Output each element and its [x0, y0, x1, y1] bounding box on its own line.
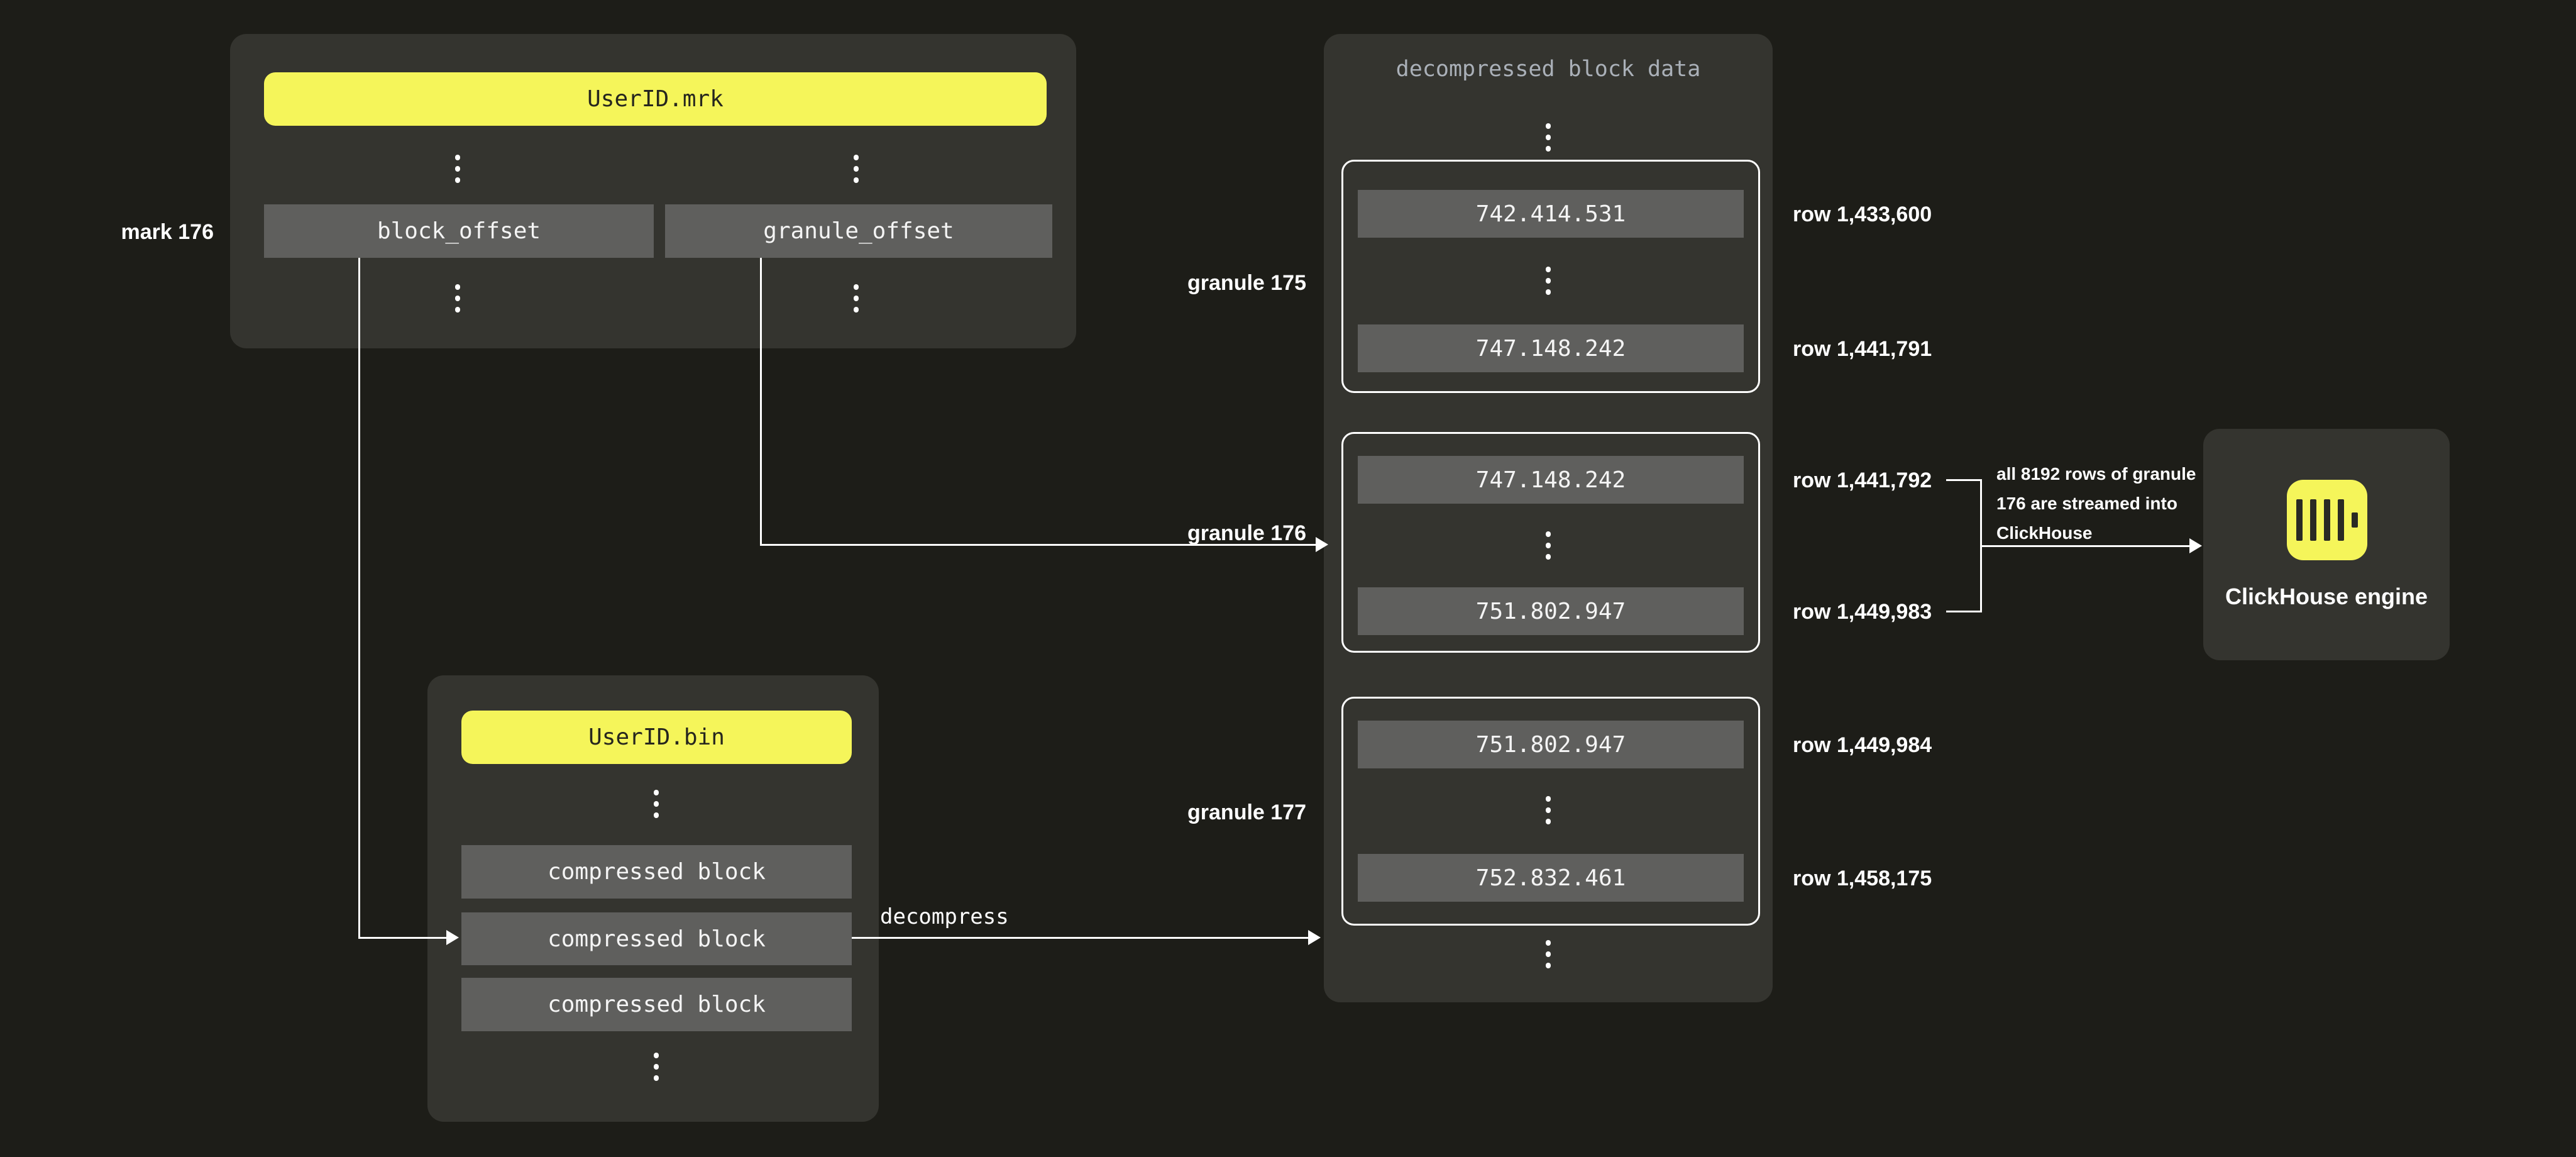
granule-value-cell: 742.414.531	[1358, 190, 1744, 238]
decompressed-panel-title: decompressed block data	[1395, 57, 1701, 82]
ellipsis-dots	[1545, 796, 1551, 824]
arrowhead-icon	[1308, 930, 1321, 945]
compressed-block-cell: compressed block	[461, 845, 852, 899]
row-label: row 1,441,792	[1793, 468, 1932, 492]
row-label: row 1,433,600	[1793, 202, 1932, 226]
bin-file-title-chip: UserID.bin	[461, 711, 852, 764]
arrowhead-icon	[1316, 537, 1328, 552]
arrow-block-offset-line	[358, 937, 446, 939]
ellipsis-dots	[853, 155, 859, 183]
granule-offset-cell: granule_offset	[665, 204, 1052, 258]
arrow-decompress-line	[852, 937, 1308, 939]
granule-175-label: granule 175	[1187, 271, 1306, 295]
compressed-block-cell: compressed block	[461, 978, 852, 1031]
ellipsis-dots	[853, 284, 859, 313]
bracket-tick	[1946, 611, 1980, 612]
arrowhead-icon	[2189, 538, 2202, 553]
granule-176-label: granule 176	[1187, 521, 1306, 545]
granule-177-box	[1341, 697, 1760, 926]
compressed-block-cell: compressed block	[461, 912, 852, 965]
granule-177-label: granule 177	[1187, 800, 1306, 824]
decompress-label: decompress	[880, 904, 1009, 929]
arrow-granule-offset-line	[760, 258, 762, 545]
ellipsis-dots	[454, 155, 461, 183]
stream-annotation: all 8192 rows of granule 176 are streame…	[1996, 464, 2196, 543]
clickhouse-logo-icon	[2287, 480, 2367, 560]
arrow-granule-offset-line	[760, 544, 1316, 546]
bracket-tick	[1946, 479, 1980, 481]
ellipsis-dots	[1545, 123, 1551, 152]
ellipsis-dots	[1545, 531, 1551, 560]
granule-176-box	[1341, 432, 1760, 653]
arrow-stream-line	[1982, 545, 2189, 547]
granule-value-cell: 747.148.242	[1358, 324, 1744, 372]
row-label: row 1,449,983	[1793, 600, 1932, 624]
ellipsis-dots	[454, 284, 461, 313]
arrow-block-offset-line	[358, 258, 360, 938]
granule-175-box	[1341, 160, 1760, 393]
mark-176-label: mark 176	[121, 220, 214, 244]
ellipsis-dots	[653, 790, 659, 818]
ellipsis-dots	[1545, 940, 1551, 968]
row-label: row 1,458,175	[1793, 866, 1932, 890]
ellipsis-dots	[1545, 267, 1551, 295]
bracket-line	[1980, 479, 1982, 612]
granule-value-cell: 752.832.461	[1358, 854, 1744, 902]
mrk-file-title-chip: UserID.mrk	[264, 72, 1047, 126]
block-offset-cell: block_offset	[264, 204, 654, 258]
row-label: row 1,449,984	[1793, 733, 1932, 757]
clickhouse-engine-label: ClickHouse engine	[2225, 584, 2428, 609]
row-label: row 1,441,791	[1793, 337, 1932, 361]
granule-value-cell: 751.802.947	[1358, 587, 1744, 635]
granule-value-cell: 751.802.947	[1358, 721, 1744, 768]
granule-value-cell: 747.148.242	[1358, 456, 1744, 504]
arrowhead-icon	[446, 930, 459, 945]
ellipsis-dots	[653, 1053, 659, 1081]
